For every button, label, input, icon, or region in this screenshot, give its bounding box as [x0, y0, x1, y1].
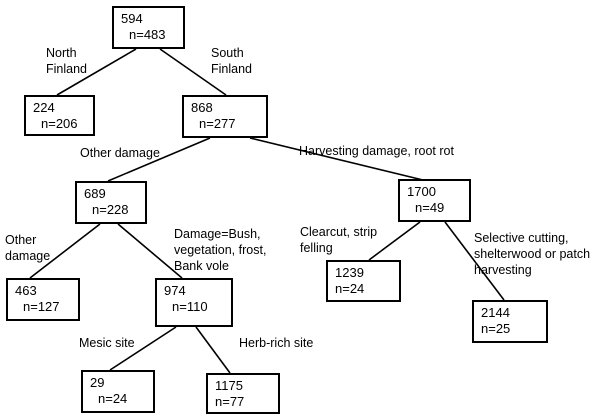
node-clearcut-value: 1239: [335, 265, 364, 280]
label-other-damage: Other damage: [80, 146, 160, 160]
node-south-n: n=277: [199, 116, 236, 131]
edge-harvest-selective: [444, 221, 505, 301]
label-clearcut: Clearcut, strip felling: [300, 225, 378, 255]
node-bush-value: 974: [164, 283, 186, 298]
node-harvest-value: 1700: [407, 184, 436, 199]
node-herb: 1175 n=77: [206, 373, 280, 414]
edge-bush-herb: [195, 326, 231, 374]
label-south-finland: South Finland: [211, 46, 252, 76]
label-other-damage-2: Other damage: [5, 233, 51, 263]
node-north: 224 n=206: [24, 95, 95, 136]
label-harvesting-damage: Harvesting damage, root rot: [299, 144, 454, 158]
node-root-n: n=483: [129, 27, 166, 42]
label-mesic: Mesic site: [79, 336, 135, 350]
edge-other-bush: [117, 223, 183, 279]
node-clearcut-n: n=24: [335, 281, 365, 296]
node-root-value: 594: [121, 11, 143, 26]
label-damage-bush: Damage=Bush, vegetation, frost, Bank vol…: [174, 227, 267, 273]
edge-root-south: [159, 48, 227, 96]
edge-bush-mesic: [109, 326, 177, 371]
node-north-value: 224: [33, 100, 55, 115]
node-south: 868 n=277: [182, 95, 268, 138]
node-harvest: 1700 n=49: [398, 179, 471, 222]
node-otherdmg-value: 463: [15, 283, 37, 298]
node-mesic: 29 n=24: [81, 370, 155, 413]
node-otherdmg: 463 n=127: [6, 278, 80, 321]
label-selective: Selective cutting, shelterwood or patch …: [474, 231, 591, 277]
node-selective-value: 2144: [481, 305, 510, 320]
node-other: 689 n=228: [75, 181, 147, 224]
node-other-n: n=228: [92, 202, 129, 217]
node-herb-n: n=77: [215, 394, 245, 409]
node-otherdmg-n: n=127: [23, 299, 60, 314]
node-clearcut: 1239 n=24: [326, 260, 401, 302]
node-south-value: 868: [191, 100, 213, 115]
node-bush-n: n=110: [172, 299, 208, 314]
edge-south-other: [107, 137, 211, 182]
node-selective-n: n=25: [481, 321, 511, 336]
node-herb-value: 1175: [215, 378, 243, 393]
node-mesic-n: n=24: [98, 391, 128, 406]
node-root: 594 n=483: [112, 6, 185, 49]
edge-south-harvest: [249, 137, 424, 181]
node-harvest-n: n=49: [415, 200, 445, 215]
node-bush: 974 n=110: [155, 278, 233, 327]
node-north-n: n=206: [41, 116, 78, 131]
node-selective: 2144 n=25: [472, 300, 548, 343]
label-herb-rich: Herb-rich site: [239, 336, 314, 350]
edge-root-north: [56, 48, 137, 96]
label-north-finland: North Finland: [46, 46, 87, 76]
node-other-value: 689: [84, 186, 106, 201]
edge-other-otherdmg: [29, 223, 101, 279]
node-mesic-value: 29: [90, 375, 105, 390]
edge-harvest-clearcut: [368, 221, 421, 261]
